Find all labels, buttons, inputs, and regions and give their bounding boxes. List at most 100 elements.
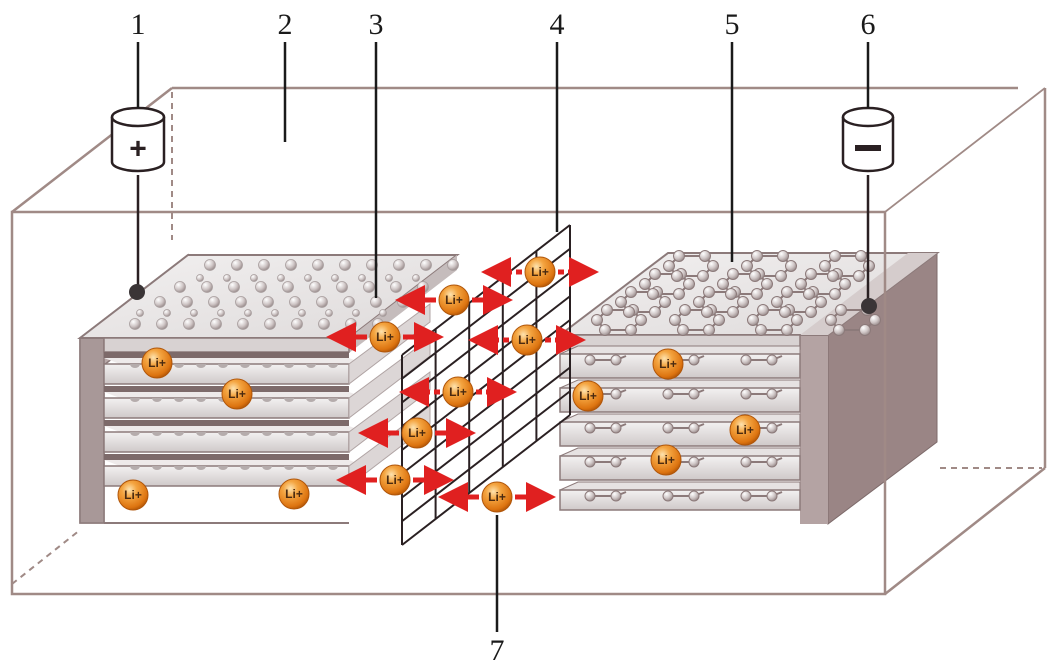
plus-icon: + bbox=[129, 133, 147, 166]
graphite-atom bbox=[688, 388, 700, 400]
cathode-particle bbox=[240, 432, 250, 436]
graphite-atom bbox=[697, 270, 709, 282]
ion-sphere bbox=[652, 348, 684, 380]
separator-line bbox=[401, 342, 571, 475]
ion-label: Li+ bbox=[386, 473, 404, 487]
graphite-atom bbox=[766, 388, 778, 400]
label-6: 6 bbox=[861, 8, 876, 41]
lithium-ion: Li+ bbox=[511, 324, 543, 356]
ion-label: Li+ bbox=[228, 387, 246, 401]
graphite-atom bbox=[659, 296, 671, 308]
cathode-particle bbox=[196, 364, 206, 368]
ion-sphere bbox=[221, 378, 253, 410]
graphite-atom bbox=[713, 314, 725, 326]
cathode-particle bbox=[291, 318, 303, 330]
cathode-particle bbox=[196, 432, 206, 436]
graphite-atom bbox=[751, 288, 763, 300]
cathode-particle bbox=[152, 398, 162, 402]
cathode-particle bbox=[210, 318, 222, 330]
graphite-atom bbox=[766, 490, 778, 502]
graphite-atom bbox=[601, 304, 613, 316]
graphite-atom bbox=[649, 268, 661, 280]
graphite-atom bbox=[699, 250, 711, 262]
graphite-atom bbox=[766, 354, 778, 366]
graphite-atom bbox=[791, 314, 803, 326]
lithium-ion: Li+ bbox=[379, 464, 411, 496]
cathode-particle bbox=[196, 466, 206, 470]
cathode-particle bbox=[163, 309, 171, 317]
graphite-atom bbox=[829, 288, 841, 300]
graphite-atom bbox=[688, 490, 700, 502]
cathode-particle bbox=[385, 274, 393, 282]
ion-label: Li+ bbox=[657, 453, 675, 467]
graphite-atom bbox=[740, 388, 752, 400]
battery-casing-front bbox=[10, 210, 887, 596]
graphite-atom bbox=[755, 324, 767, 336]
cathode-particle bbox=[318, 318, 330, 330]
cathode-particle bbox=[397, 296, 409, 308]
graphite-atom bbox=[703, 324, 715, 336]
ion-sphere bbox=[278, 478, 310, 510]
graphite-atom bbox=[740, 490, 752, 502]
cathode-particle bbox=[447, 259, 459, 271]
ion-sphere bbox=[524, 256, 556, 288]
graphite-atom bbox=[584, 354, 596, 366]
graphite-atom bbox=[835, 304, 847, 316]
cathode-particle bbox=[285, 259, 297, 271]
cathode-particle bbox=[316, 296, 328, 308]
cathode-particle bbox=[174, 281, 186, 293]
cathode-particle bbox=[298, 309, 306, 317]
cathode-particle bbox=[390, 281, 402, 293]
graphite-atom bbox=[740, 456, 752, 468]
graphite-atom bbox=[819, 260, 831, 272]
graphite-atom bbox=[610, 422, 622, 434]
cathode-particle bbox=[130, 398, 140, 402]
graphite-atom bbox=[625, 324, 637, 336]
lithium-ion: Li+ bbox=[650, 444, 682, 476]
negative-terminal bbox=[841, 106, 895, 314]
graphite-atom bbox=[795, 278, 807, 290]
cathode-particle bbox=[217, 309, 225, 317]
cathode-particle bbox=[271, 309, 279, 317]
graphite-atom bbox=[610, 490, 622, 502]
cathode-particle bbox=[282, 281, 294, 293]
graphite-atom bbox=[688, 456, 700, 468]
ion-sphere bbox=[729, 414, 761, 446]
cathode-particle bbox=[306, 398, 316, 402]
lithium-ion: Li+ bbox=[117, 479, 149, 511]
cathode-particle bbox=[262, 296, 274, 308]
label-3: 3 bbox=[369, 8, 384, 41]
graphite-atom bbox=[591, 314, 603, 326]
ion-label: Li+ bbox=[736, 423, 754, 437]
cathode-particle bbox=[393, 259, 405, 271]
graphite-atom bbox=[781, 286, 793, 298]
ion-sphere bbox=[117, 479, 149, 511]
graphite-atom bbox=[766, 422, 778, 434]
lithium-ion: Li+ bbox=[652, 348, 684, 380]
cathode-particle bbox=[258, 259, 270, 271]
graphite-atom bbox=[625, 286, 637, 298]
cathode-particle bbox=[196, 274, 204, 282]
graphite-atom bbox=[663, 260, 675, 272]
ion-sphere bbox=[511, 324, 543, 356]
ion-sphere bbox=[442, 376, 474, 408]
cathode-particle bbox=[218, 466, 228, 470]
cathode-particle bbox=[255, 281, 267, 293]
ion-sphere bbox=[650, 444, 682, 476]
cathode-particle bbox=[201, 281, 213, 293]
cathode-particle bbox=[262, 398, 272, 402]
cathode-particle bbox=[325, 309, 333, 317]
graphite-atom bbox=[649, 306, 661, 318]
cathode-particle bbox=[339, 259, 351, 271]
ion-sphere bbox=[379, 464, 411, 496]
graphite-atom bbox=[737, 296, 749, 308]
graphite-atom bbox=[635, 314, 647, 326]
cathode-particle bbox=[174, 398, 184, 402]
graphite-atom bbox=[677, 324, 689, 336]
graphite-atom bbox=[751, 250, 763, 262]
graphite-atom bbox=[679, 304, 691, 316]
cathode-particle bbox=[284, 364, 294, 368]
cathode-particle bbox=[345, 318, 357, 330]
cathode-particle bbox=[218, 432, 228, 436]
graphite-atom bbox=[839, 278, 851, 290]
